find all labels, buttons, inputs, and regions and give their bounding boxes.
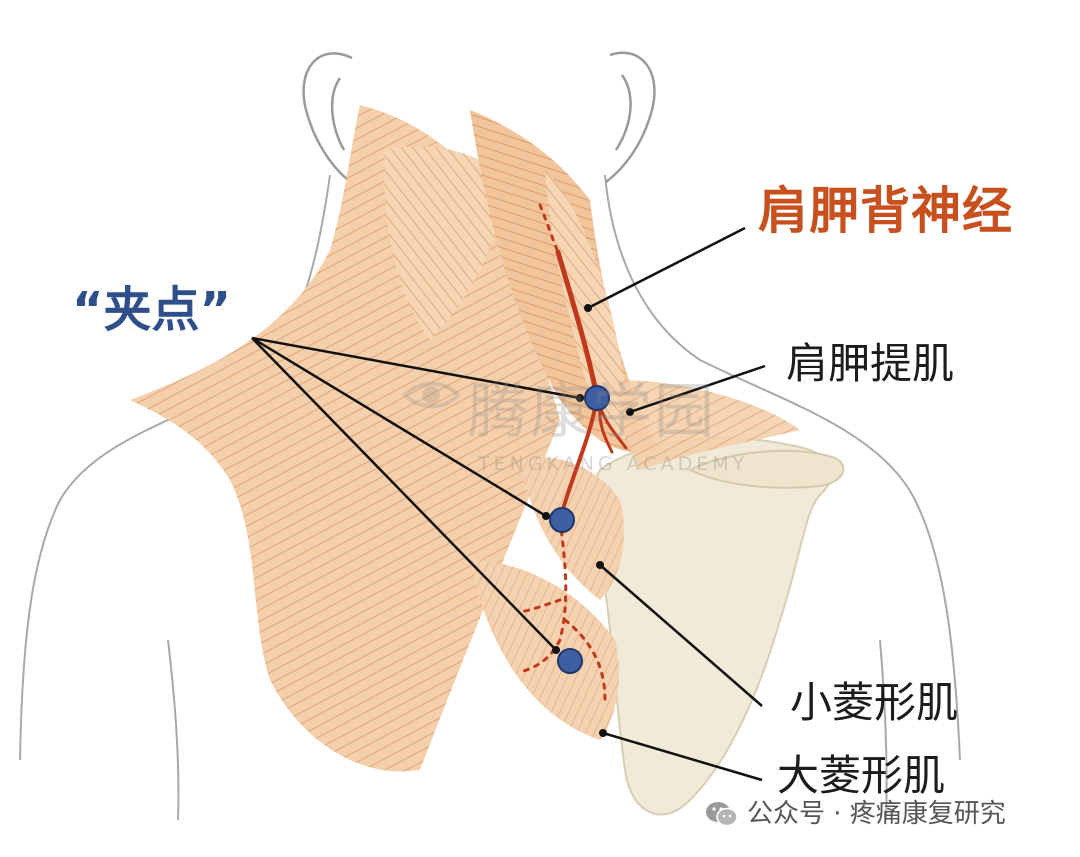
label-rhomboid-minor: 小菱形肌 [790,678,959,727]
pinch-point-lower [557,648,583,674]
pinch-point-middle [549,507,575,533]
pinch-point-upper [584,385,610,411]
footer-text: 公众号 · 疼痛康复研究 [747,799,1006,829]
rhomboid-major-muscle [470,560,620,740]
scapula-bone [591,437,834,816]
leader-pinch-lower [251,337,557,651]
leader-rhomboid-minor [599,564,763,707]
label-rhomboid-major: 大菱形肌 [777,751,946,800]
leader-ends [542,304,634,737]
shoulder-muscle [618,380,800,470]
title-dorsal-scapular-nerve: 肩胛背神经 [758,182,1013,240]
leader-lines [251,226,766,782]
leader-pinch-middle [251,336,547,518]
left-ear [302,52,353,181]
watermark-english: TENGKANG ACADEMY [478,453,749,475]
watermark-chinese: 腾康学园 [468,377,716,447]
label-levator-scapulae: 肩胛提肌 [786,339,955,388]
pinch-points-label: “夹点” [72,282,232,338]
footer-source: 公众号 · 疼痛康复研究 [705,800,1006,828]
leader-levator [629,364,766,414]
watermark-emblem [402,381,461,409]
leader-pinch-upper [251,336,581,400]
right-ear [605,51,656,183]
leader-title [587,226,746,310]
leader-rhomboid-major [602,731,763,782]
dorsal-scapular-nerve [518,203,628,702]
wechat-icon [706,802,738,827]
acromion [687,449,845,489]
splenius-muscle [384,146,510,340]
